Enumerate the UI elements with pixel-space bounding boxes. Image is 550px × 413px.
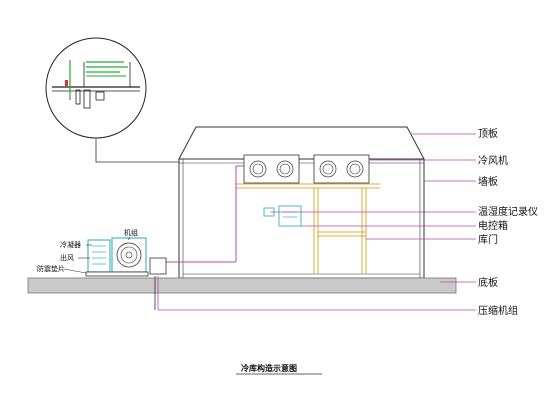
- label-control-box: 电控箱: [478, 219, 508, 232]
- label-wall-panel: 墙板: [478, 175, 498, 188]
- label-door: 库门: [478, 233, 498, 246]
- cooling-fan-left: [243, 154, 300, 184]
- label-compressor-unit: 压缩机组: [478, 304, 518, 317]
- cooling-fan-right: [313, 154, 370, 184]
- label-air-out: 出风: [60, 253, 74, 262]
- label-cooling-fan: 冷风机: [478, 154, 508, 167]
- detail-callout: [45, 37, 147, 139]
- label-shock-pad: 防震垫片: [37, 264, 65, 273]
- compressor-unit: [85, 237, 167, 277]
- storage-rack: [236, 183, 380, 274]
- refrigerant-pipe: [164, 165, 244, 263]
- label-roof-panel: 顶板: [478, 127, 498, 140]
- diagram-caption: 冷库构造示意图: [241, 363, 297, 373]
- label-condenser: 冷凝器: [60, 240, 81, 249]
- control-box: [278, 205, 302, 227]
- left-leader-lines: [63, 236, 131, 274]
- cold-room: [178, 126, 425, 279]
- label-floor-panel: 底板: [478, 276, 498, 289]
- label-recorder: 温湿度记录仪: [478, 205, 538, 218]
- leader-lines: [158, 133, 476, 311]
- label-unit: 机组: [124, 228, 138, 237]
- ground: [27, 277, 457, 294]
